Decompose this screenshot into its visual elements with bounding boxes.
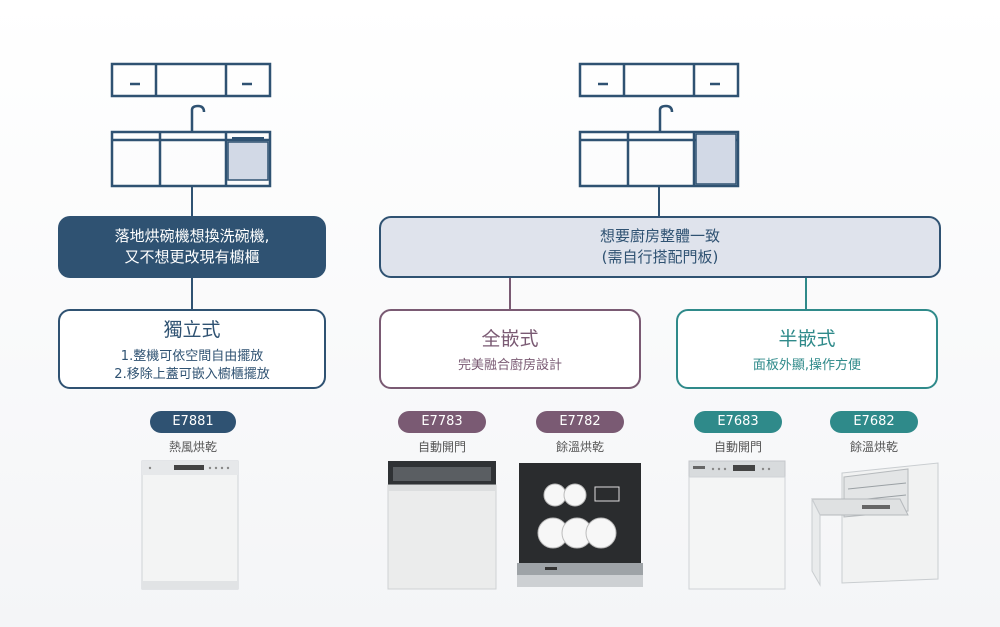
option-freestanding-desc2: 2.移除上蓋可嵌入櫥櫃擺放	[114, 366, 270, 382]
dishwasher-e7881-image	[141, 460, 239, 590]
dishwasher-e7683-image	[688, 460, 786, 590]
right-heading-line2: (需自行搭配門板)	[601, 248, 719, 266]
right-heading-line1: 想要廚房整體一致	[599, 227, 720, 245]
feature-label-e7683: 自動開門	[713, 440, 762, 454]
option-semi-builtin: 半嵌式 面板外顯,操作方便	[676, 309, 938, 389]
kitchen-cabinet-freestanding-illustration	[110, 62, 272, 188]
model-pill-e7881: E7881	[150, 411, 236, 433]
option-freestanding: 獨立式 1.整機可依空間自由擺放 2.移除上蓋可嵌入櫥櫃擺放	[58, 309, 326, 389]
option-freestanding-desc1: 1.整機可依空間自由擺放	[120, 348, 264, 364]
feature-label-e7881: 熱風烘乾	[168, 440, 217, 454]
connector-semi-builtin	[805, 278, 807, 311]
model-pill-e7683: E7683	[694, 411, 782, 433]
option-freestanding-title: 獨立式	[163, 318, 221, 341]
option-full-builtin: 全嵌式 完美融合廚房設計	[379, 309, 641, 389]
model-pill-e7782: E7782	[536, 411, 624, 433]
feature-label-e7682: 餘溫烘乾	[849, 440, 898, 454]
option-semi-builtin-title: 半嵌式	[778, 327, 836, 350]
left-heading-line2: 又不想更改現有櫥櫃	[124, 248, 260, 266]
option-full-builtin-title: 全嵌式	[481, 327, 539, 350]
dishwasher-e7782-image	[517, 463, 643, 587]
connector-left-top	[191, 186, 193, 217]
kitchen-cabinet-builtin-illustration	[578, 62, 740, 188]
connector-left-mid	[191, 278, 193, 311]
left-heading-box: 落地烘碗機想換洗碗機, 又不想更改現有櫥櫃	[58, 216, 326, 278]
dishwasher-e7783-image	[387, 461, 497, 590]
connector-right-top	[658, 186, 660, 217]
left-heading-line1: 落地烘碗機想換洗碗機,	[114, 227, 270, 245]
right-heading-box: 想要廚房整體一致 (需自行搭配門板)	[379, 216, 941, 278]
dishwasher-e7682-image	[811, 462, 939, 587]
model-pill-e7783: E7783	[398, 411, 486, 433]
feature-label-e7782: 餘溫烘乾	[555, 440, 604, 454]
option-semi-builtin-desc: 面板外顯,操作方便	[752, 357, 862, 373]
model-pill-e7682: E7682	[830, 411, 918, 433]
connector-full-builtin	[509, 278, 511, 311]
option-full-builtin-desc: 完美融合廚房設計	[457, 357, 562, 373]
feature-label-e7783: 自動開門	[417, 440, 466, 454]
